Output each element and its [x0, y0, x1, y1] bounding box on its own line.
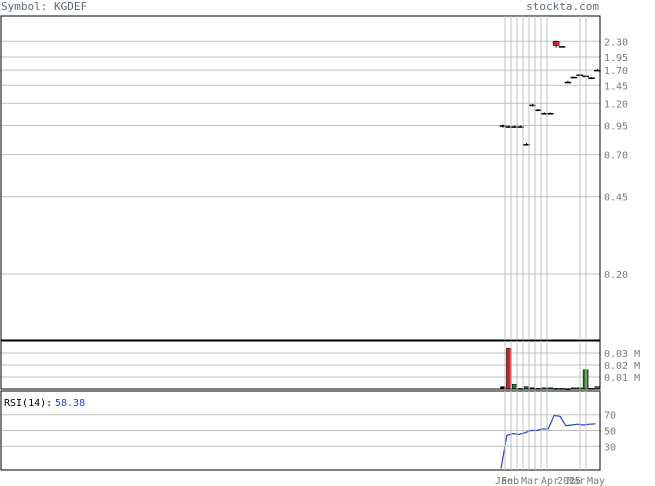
price-tick-label: 2.30 — [604, 37, 628, 48]
candle-body — [499, 125, 507, 127]
rsi-line — [500, 414, 596, 469]
candle-body — [541, 113, 548, 115]
candle-body — [570, 76, 578, 79]
volume-tick-label: 0.02 M — [604, 361, 640, 372]
price-tick-label: 0.20 — [604, 270, 628, 281]
price-tick-label: 1.95 — [604, 53, 628, 64]
candle-body — [552, 41, 560, 46]
symbol-label: Symbol: KGDEF — [1, 0, 88, 13]
price-tick-label: 0.45 — [604, 193, 628, 204]
candle-body — [523, 144, 530, 146]
date-tick-label: 2025 — [557, 476, 581, 486]
price-frame — [0, 15, 601, 341]
price-tick-label: 0.70 — [604, 151, 628, 162]
date-tick-label: Jan — [495, 476, 513, 486]
date-tick-label: May — [587, 476, 605, 486]
date-tick-label: Feb — [501, 476, 519, 486]
volume-panel: 0.03 M0.02 M0.01 M — [0, 340, 640, 390]
price-tick-label: 1.45 — [604, 81, 628, 92]
volume-frame — [0, 340, 601, 390]
volume-tick-label: 0.01 M — [604, 373, 640, 384]
volume-tick-label: 0.03 M — [604, 349, 640, 360]
rsi-label: RSI(14): — [4, 398, 52, 409]
rsi-value: 58.38 — [55, 398, 85, 409]
date-tick-label: Mar — [567, 476, 585, 486]
date-tick-label: Apr — [541, 476, 559, 486]
rsi-tick-label: 70 — [604, 411, 616, 422]
candle-body — [588, 77, 595, 79]
rsi-panel: 70 50 30 RSI(14):58.38 — [0, 390, 616, 471]
date-tick-label: Mar — [521, 476, 539, 486]
rsi-frame — [0, 390, 601, 471]
rsi-tick-label: 50 — [604, 427, 616, 438]
candle-body — [558, 46, 566, 48]
rsi-tick-label: 30 — [604, 442, 616, 453]
candle-body — [546, 113, 554, 115]
price-tick-label: 1.70 — [604, 66, 628, 77]
price-tick-label: 0.95 — [604, 122, 628, 133]
brand-link[interactable]: stockta.com — [526, 0, 599, 13]
candle-body — [564, 81, 572, 84]
price-panel: 2.30 1.95 1.70 1.45 1.20 0.95 0.70 0.45 0.20 — [0, 15, 628, 341]
candle-body — [517, 126, 524, 128]
price-tick-label: 1.20 — [604, 99, 628, 110]
